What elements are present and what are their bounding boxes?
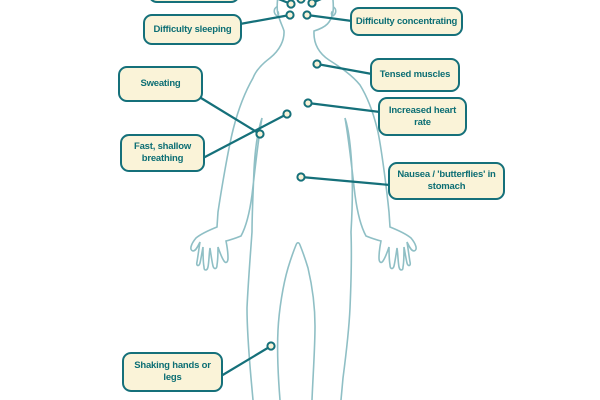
- head-dot-2: [296, 0, 306, 4]
- connector-sweating: [199, 96, 262, 136]
- connector-increased-heart-rate: [306, 101, 382, 114]
- left-ear: [273, 6, 280, 17]
- connector-shaking: [219, 344, 273, 378]
- label-shaking-hands-legs-text: Shaking hands or legs: [134, 360, 211, 383]
- shoulder-dot: [312, 59, 322, 69]
- label-nausea-butterflies: Nausea / 'butterflies' in stomach: [388, 162, 505, 200]
- connector-lines: [199, 0, 392, 378]
- label-difficulty-sleeping: Difficulty sleeping: [143, 14, 242, 45]
- label-sweating: Sweating: [118, 66, 203, 102]
- label-top-cutoff: [148, 0, 240, 3]
- hand-leg-dot: [266, 341, 276, 351]
- label-shaking-hands-legs: Shaking hands or legs: [122, 352, 223, 392]
- connector-difficulty-sleeping: [238, 13, 292, 26]
- label-tensed-muscles: Tensed muscles: [370, 58, 460, 92]
- label-difficulty-concentrating-text: Difficulty concentrating: [355, 15, 458, 27]
- connector-tensed-muscles: [315, 62, 374, 76]
- heart-dot: [303, 98, 313, 108]
- head-dot-1: [286, 0, 296, 9]
- label-tensed-muscles-text: Tensed muscles: [379, 69, 451, 81]
- label-nausea-butterflies-text: Nausea / 'butterflies' in stomach: [397, 169, 496, 192]
- connector-fast-shallow-breathing: [201, 112, 289, 160]
- label-fast-shallow-breathing: Fast, shallow breathing: [120, 134, 205, 172]
- label-difficulty-concentrating: Difficulty concentrating: [350, 7, 463, 36]
- connector-nausea: [299, 175, 392, 187]
- chest-dot: [282, 109, 292, 119]
- right-ear: [330, 6, 337, 17]
- connector-difficulty-concentrating: [305, 13, 354, 23]
- head-dot-4: [285, 10, 295, 20]
- underarm-dot: [255, 129, 265, 139]
- label-increased-heart-rate: Increased heart rate: [378, 97, 467, 136]
- head-dot-3: [307, 0, 317, 8]
- connection-dots: [255, 0, 322, 351]
- head-dot-5: [302, 10, 312, 20]
- label-sweating-text: Sweating: [140, 78, 181, 90]
- label-difficulty-sleeping-text: Difficulty sleeping: [153, 23, 232, 35]
- body-outline: [190, 0, 417, 400]
- stomach-dot: [296, 172, 306, 182]
- label-fast-shallow-breathing-text: Fast, shallow breathing: [133, 141, 192, 164]
- label-increased-heart-rate-text: Increased heart rate: [388, 104, 457, 128]
